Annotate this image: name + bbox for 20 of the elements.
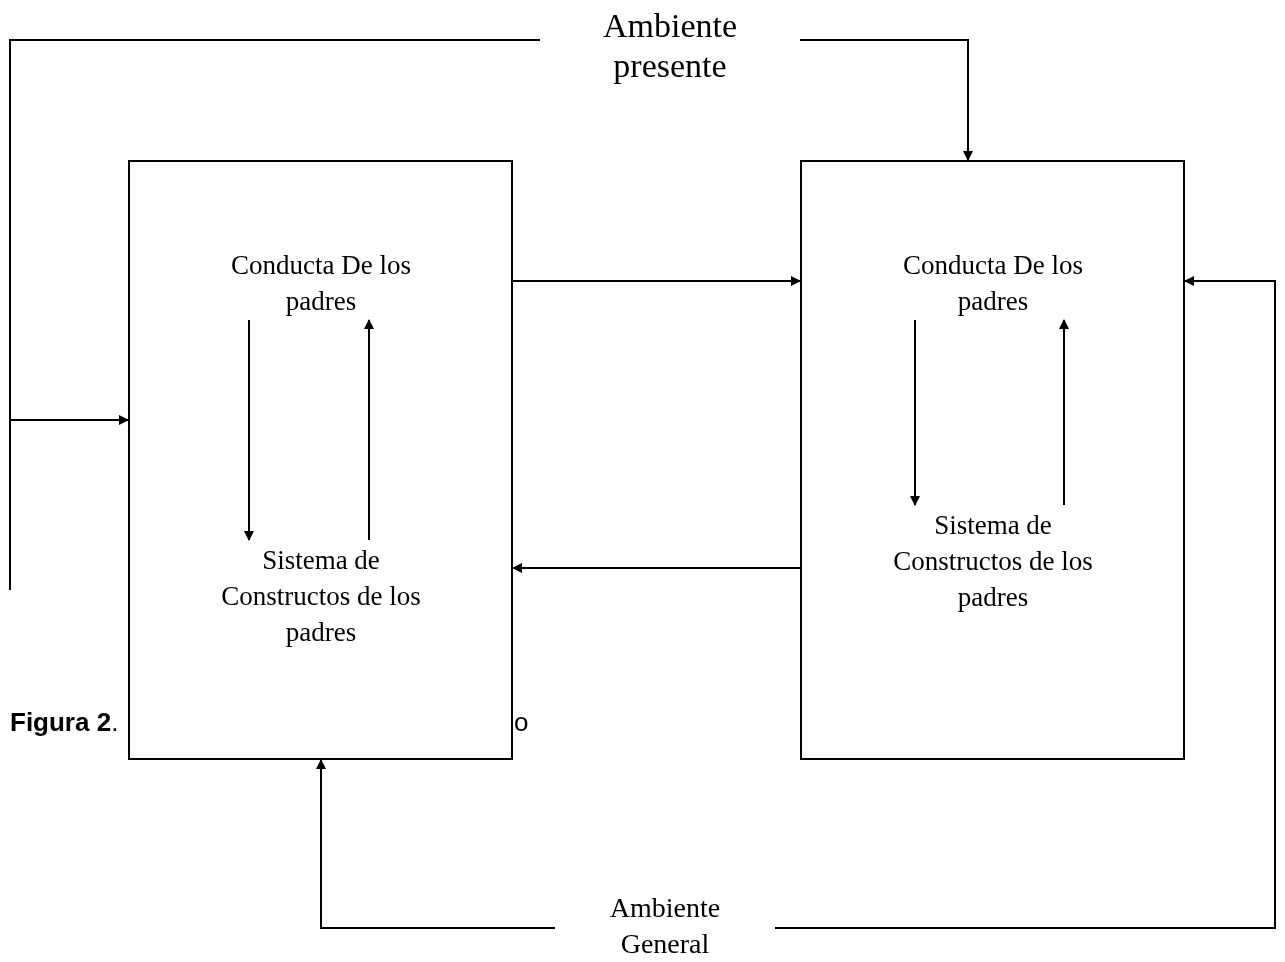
arrow	[512, 563, 801, 573]
arrow	[910, 319, 920, 506]
arrow	[774, 276, 1276, 929]
node-text: Conducta De los padres	[230, 249, 412, 318]
arrow	[1059, 319, 1069, 506]
node-text: Conducta De los padres	[902, 249, 1084, 318]
arrow	[316, 759, 556, 929]
arrow	[9, 39, 541, 591]
arrow	[799, 39, 973, 161]
arrow	[364, 319, 374, 541]
caption-text: Figura 2.	[10, 706, 119, 739]
process-box	[128, 160, 513, 760]
arrow	[244, 319, 254, 541]
node-text: Ambiente presente	[601, 6, 739, 86]
process-box	[800, 160, 1185, 760]
node-text: Ambiente General	[608, 891, 722, 961]
node-text: Sistema de Constructos de los padres	[892, 509, 1094, 614]
arrow	[512, 276, 801, 286]
node-text: Sistema de Constructos de los padres	[220, 544, 422, 649]
caption-text: o	[514, 706, 529, 739]
